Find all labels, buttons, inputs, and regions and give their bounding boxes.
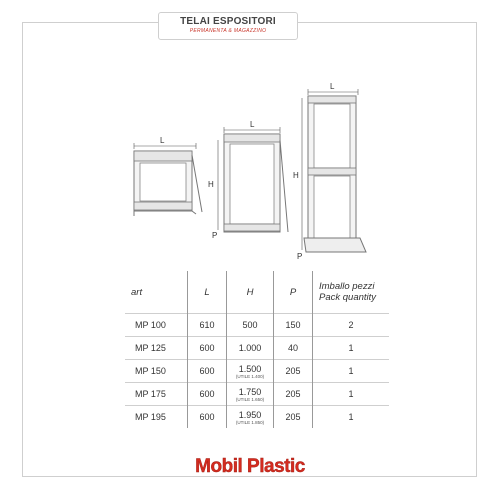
page-subtitle: PERMANENTA & MAGAZZINO — [189, 28, 267, 34]
cell-qty: 1 — [312, 336, 389, 360]
table-row: MP 125 600 1.000 40 1 — [125, 336, 389, 360]
cell-art: MP 150 — [125, 359, 188, 383]
brand-logo-text: Mobil Plastic — [195, 456, 306, 477]
cell-h: 1.500 (UTILE 1.400) — [226, 359, 274, 383]
cell-h: 1.000 — [226, 336, 274, 360]
product-drawings: L L H P L H P — [133, 82, 367, 261]
cell-p: 205 — [273, 359, 313, 383]
cell-qty: 1 — [312, 359, 389, 383]
cell-l: 600 — [187, 336, 227, 360]
cell-l: 600 — [187, 382, 227, 406]
header-pack-en: Pack quantity — [319, 292, 377, 303]
header-h: H — [226, 271, 274, 314]
tall-l-label: L — [330, 82, 335, 91]
cell-p: 205 — [273, 405, 313, 428]
cell-h-value: 1.750 — [238, 386, 262, 397]
table-row: MP 150 600 1.500 (UTILE 1.400) 205 1 — [125, 359, 389, 383]
cell-h-note: (UTILE 1.650) — [235, 396, 265, 402]
cell-l: 610 — [187, 313, 227, 337]
medium-p-label: P — [212, 231, 217, 240]
cell-h-note: (UTILE 1.400) — [235, 373, 265, 379]
header-pack-it: Imballo pezzi — [319, 281, 375, 292]
header-tab: TELAI ESPOSITORI PERMANENTA & MAGAZZINO — [158, 12, 298, 40]
small-l-label: L — [160, 136, 165, 145]
cell-qty: 1 — [312, 405, 389, 428]
cell-h: 1.950 (UTILE 1.850) — [226, 405, 274, 428]
header-l: L — [187, 271, 227, 314]
cell-h-value: 1.000 — [238, 343, 262, 353]
header-pack: Imballo pezzi Pack quantity — [312, 271, 389, 314]
cell-h: 500 — [226, 313, 274, 337]
specifications-table: art L H P Imballo pezzi Pack quantity MP… — [125, 271, 389, 428]
cell-art: MP 125 — [125, 336, 188, 360]
cell-p: 40 — [273, 336, 313, 360]
cell-l: 600 — [187, 359, 227, 383]
cell-h-note: (UTILE 1.850) — [235, 419, 265, 425]
small-frame-drawing: L — [133, 136, 203, 216]
table-row: MP 100 610 500 150 2 — [125, 313, 389, 337]
medium-h-label: H — [208, 180, 214, 189]
table-row: MP 195 600 1.950 (UTILE 1.850) 205 1 — [125, 405, 389, 428]
brand-logo: Mobil Plastic — [0, 456, 500, 478]
table-header-row: art L H P Imballo pezzi Pack quantity — [125, 271, 389, 314]
table-row: MP 175 600 1.750 (UTILE 1.650) 205 1 — [125, 382, 389, 406]
cell-p: 150 — [273, 313, 313, 337]
tall-frame-drawing: L H P — [293, 82, 367, 261]
cell-h-value: 500 — [242, 320, 258, 330]
tall-p-label: P — [297, 252, 302, 261]
cell-h-value: 1.500 — [238, 363, 262, 374]
header-p: P — [273, 271, 313, 314]
cell-qty: 2 — [312, 313, 389, 337]
cell-l: 600 — [187, 405, 227, 428]
page-title: TELAI ESPOSITORI — [180, 16, 276, 27]
cell-p: 205 — [273, 382, 313, 406]
cell-art: MP 175 — [125, 382, 188, 406]
cell-qty: 1 — [312, 382, 389, 406]
medium-l-label: L — [250, 120, 255, 129]
tall-h-label: H — [293, 171, 299, 180]
cell-h-value: 1.950 — [238, 409, 262, 420]
cell-art: MP 100 — [125, 313, 188, 337]
cell-h: 1.750 (UTILE 1.650) — [226, 382, 274, 406]
cell-art: MP 195 — [125, 405, 188, 428]
header-art: art — [131, 286, 143, 298]
medium-frame-drawing: L H P — [208, 120, 289, 240]
